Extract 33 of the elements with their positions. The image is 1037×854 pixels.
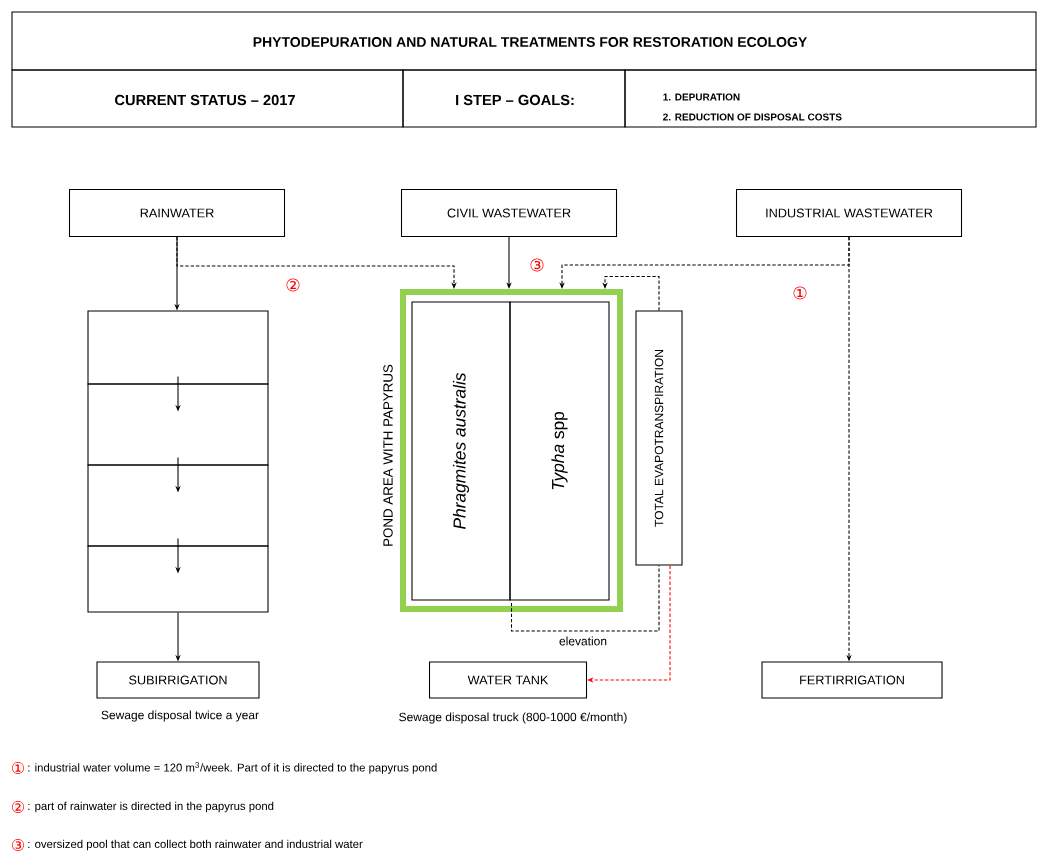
callout-number: ② — [286, 278, 300, 292]
callout-number: ① — [793, 286, 807, 300]
process-box: RAINWATER — [68, 188, 286, 238]
filter-section — [87, 545, 269, 613]
caption-text: Sewage disposal truck (800-1000 €/month) — [399, 712, 627, 724]
callout-number: ① — [12, 762, 24, 774]
callout-number: ③ — [530, 258, 544, 272]
caption-text: Sewage disposal twice a year — [101, 710, 259, 722]
list-item: 1. DEPURATION — [663, 93, 740, 101]
status-cell: CURRENT STATUS – 2017 — [11, 69, 404, 128]
process-box: FERTIRRIGATION — [761, 661, 943, 699]
process-box: WATER TANK — [428, 661, 588, 699]
process-box: TOTAL EVAPOTRANSPIRATION — [635, 310, 683, 566]
process-box: SUBIRRIGATION — [96, 661, 260, 699]
plant-bed: Phragmites australis — [411, 301, 511, 601]
title-cell: PHYTODEPURATION AND NATURAL TREATMENTS FOR RESTORATION ECOLOGY — [11, 11, 1037, 71]
filter-section — [87, 310, 269, 385]
arrow — [587, 565, 671, 683]
edge-label: elevation — [557, 635, 609, 647]
filter-section — [87, 464, 269, 547]
pond-label: POND AREA WITH PAPYRUS — [383, 364, 393, 546]
process-box: CIVIL WASTEWATER — [400, 188, 618, 238]
goals-heading-cell: I STEP – GOALS: — [402, 69, 626, 128]
note-text: : industrial water volume = 120 m$^{3}$/week. Part of it is directed to the papyrus pond — [28, 762, 437, 774]
filter-section — [87, 383, 269, 466]
callout-number: ③ — [12, 839, 24, 851]
note-text: : part of rainwater is directed in the papyrus pond — [28, 801, 274, 813]
plant-bed: Typha spp — [509, 301, 610, 601]
callout-number: ② — [12, 801, 24, 813]
list-item: 2. REDUCTION OF DISPOSAL COSTS — [663, 113, 842, 121]
process-box: INDUSTRIAL WASTEWATER — [735, 188, 963, 238]
note-text: : oversized pool that can collect both rainwater and industrial water — [28, 839, 363, 851]
arrow — [176, 236, 457, 289]
